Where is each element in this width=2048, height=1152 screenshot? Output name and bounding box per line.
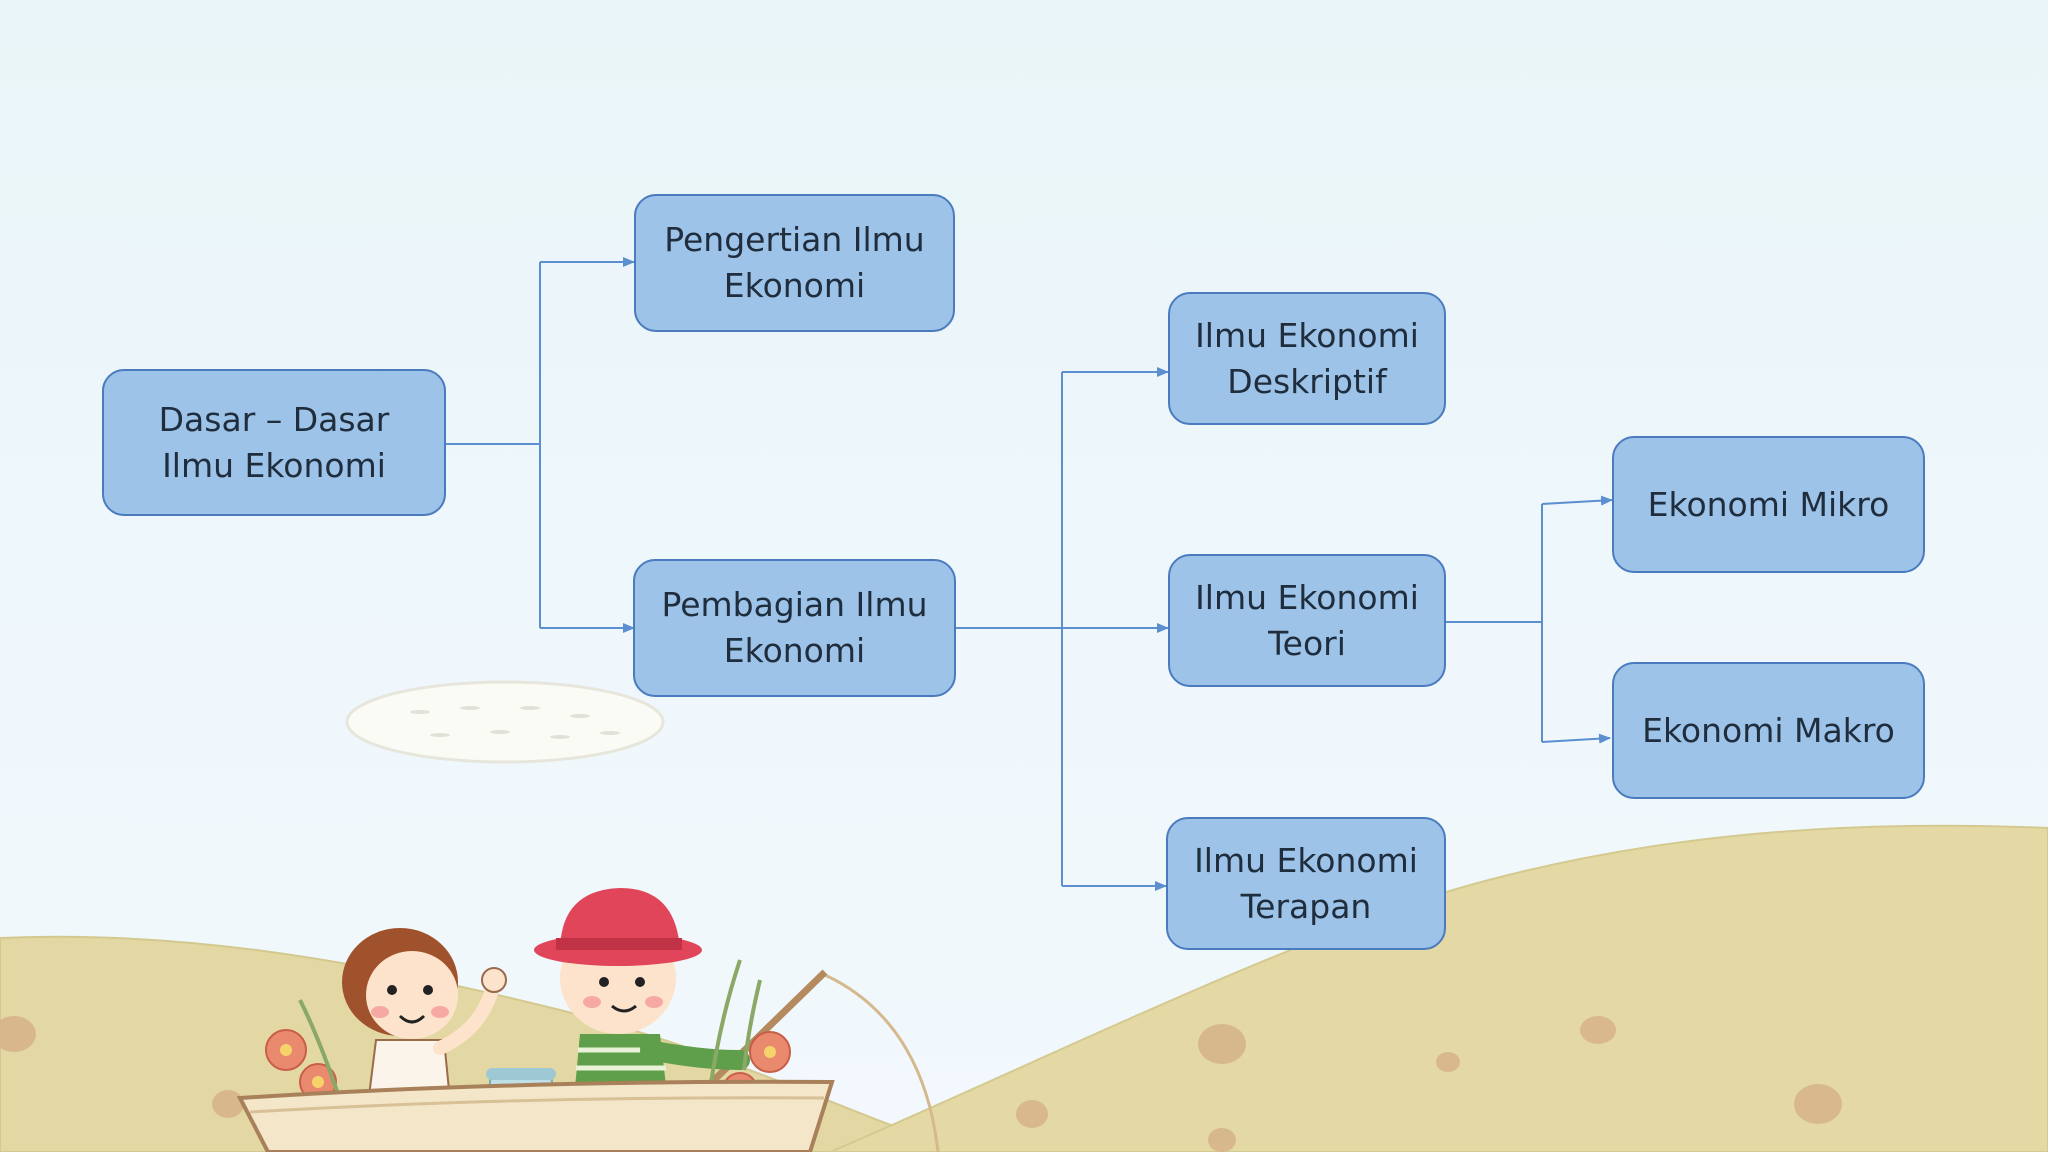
node-dasar-dasar-ilmu-ekonomi: Dasar – Dasar Ilmu Ekonomi <box>102 369 446 516</box>
node-ilmu-ekonomi-terapan: Ilmu Ekonomi Terapan <box>1166 817 1446 950</box>
connector-to-mikro <box>1541 495 1613 506</box>
node-ekonomi-makro: Ekonomi Makro <box>1612 662 1925 799</box>
node-label: Pengertian Ilmu Ekonomi <box>664 220 925 305</box>
girl-figure <box>342 928 507 1130</box>
node-label: Ilmu Ekonomi Deskriptif <box>1195 315 1419 401</box>
node-label: Ekonomi Makro <box>1642 710 1895 750</box>
node-label: Dasar – Dasar Ilmu Ekonomi <box>158 399 390 485</box>
node-pembagian-ilmu-ekonomi: Pembagian Ilmu Ekonomi <box>633 559 956 697</box>
node-ilmu-ekonomi-deskriptif: Ilmu Ekonomi Deskriptif <box>1168 292 1446 425</box>
node-ekonomi-mikro: Ekonomi Mikro <box>1612 436 1925 573</box>
node-label: Ilmu Ekonomi Terapan <box>1194 840 1418 926</box>
node-label: Ilmu Ekonomi Teori <box>1195 577 1419 663</box>
connector-to-makro <box>1541 733 1611 744</box>
node-ilmu-ekonomi-teori: Ilmu Ekonomi Teori <box>1168 554 1446 687</box>
node-label: Pembagian Ilmu Ekonomi <box>661 585 928 670</box>
node-pengertian-ilmu-ekonomi: Pengertian Ilmu Ekonomi <box>634 194 955 332</box>
cloud-icon <box>345 680 665 764</box>
cartoon-children-in-boat <box>236 888 940 1152</box>
node-label: Ekonomi Mikro <box>1647 484 1890 524</box>
